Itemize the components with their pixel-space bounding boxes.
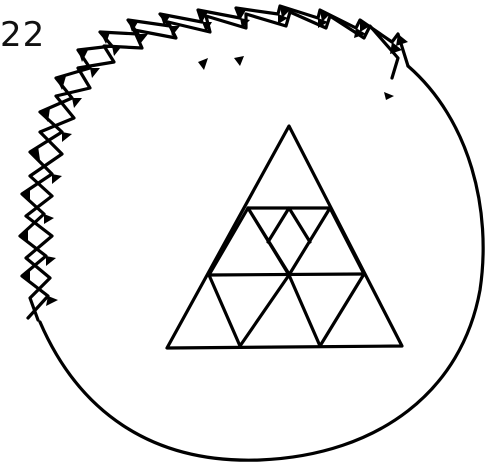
zigzag-border bbox=[20, 6, 408, 318]
outer-triangle bbox=[167, 126, 402, 348]
outer-circle bbox=[40, 66, 483, 460]
triangle-divider-middle bbox=[209, 274, 364, 275]
